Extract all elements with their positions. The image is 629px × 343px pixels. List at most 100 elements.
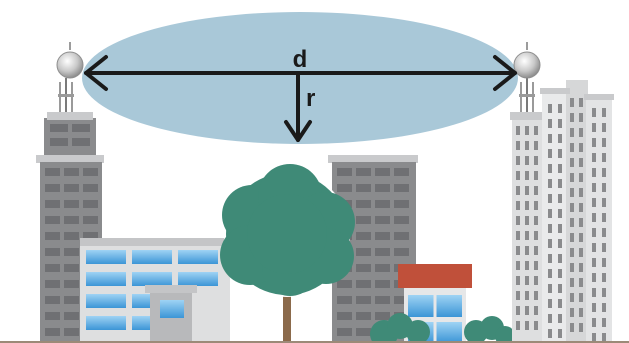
window [570, 203, 574, 212]
window [375, 280, 390, 288]
window [579, 113, 583, 122]
window [534, 261, 538, 270]
window [570, 158, 574, 167]
window [579, 188, 583, 197]
window [558, 269, 562, 278]
window [375, 232, 390, 240]
window [579, 203, 583, 212]
window [525, 261, 529, 270]
distance-label: d [293, 46, 308, 73]
window [132, 250, 172, 264]
window [45, 232, 60, 240]
window [558, 134, 562, 143]
window [83, 200, 98, 208]
window [602, 243, 606, 252]
window [570, 113, 574, 122]
window [178, 272, 218, 286]
window [394, 232, 409, 240]
window [558, 254, 562, 263]
window [592, 243, 596, 252]
window [602, 213, 606, 222]
window [579, 278, 583, 287]
window [548, 224, 552, 233]
window [516, 306, 520, 315]
window [525, 306, 529, 315]
window [534, 216, 538, 225]
window [375, 184, 390, 192]
window [64, 232, 79, 240]
window [602, 168, 606, 177]
window [592, 153, 596, 162]
window [516, 156, 520, 165]
window [356, 216, 371, 224]
window [516, 126, 520, 135]
window [516, 231, 520, 240]
window [548, 209, 552, 218]
window [534, 291, 538, 300]
window [525, 321, 529, 330]
window [558, 299, 562, 308]
window [602, 138, 606, 147]
window [534, 186, 538, 195]
window [558, 179, 562, 188]
window [570, 218, 574, 227]
window [558, 194, 562, 203]
window [592, 303, 596, 312]
left-antenna-icon [57, 42, 83, 112]
window [83, 168, 98, 176]
window [570, 173, 574, 182]
window [592, 168, 596, 177]
window [525, 156, 529, 165]
window [516, 246, 520, 255]
window [592, 213, 596, 222]
window [64, 216, 79, 224]
window [602, 228, 606, 237]
window [602, 318, 606, 327]
window [602, 108, 606, 117]
window [592, 228, 596, 237]
window [525, 231, 529, 240]
window [579, 233, 583, 242]
window [178, 250, 218, 264]
window [548, 134, 552, 143]
window [50, 138, 68, 146]
window [356, 168, 371, 176]
window [86, 316, 126, 330]
window [45, 184, 60, 192]
window [579, 128, 583, 137]
window [72, 124, 90, 132]
window [592, 318, 596, 327]
window [337, 168, 352, 176]
window [516, 171, 520, 180]
window [534, 141, 538, 150]
window [534, 231, 538, 240]
window [64, 200, 79, 208]
window [64, 248, 79, 256]
window [64, 184, 79, 192]
window [570, 263, 574, 272]
window [516, 291, 520, 300]
window [132, 272, 172, 286]
window [394, 248, 409, 256]
window [375, 296, 390, 304]
window [548, 299, 552, 308]
window [579, 173, 583, 182]
window [602, 153, 606, 162]
window [64, 280, 79, 288]
window [548, 284, 552, 293]
window [516, 186, 520, 195]
window [516, 216, 520, 225]
window [64, 168, 79, 176]
window [375, 312, 390, 320]
window [558, 164, 562, 173]
window [534, 276, 538, 285]
window [570, 248, 574, 257]
window [602, 288, 606, 297]
right-tower-building [510, 80, 614, 343]
window [45, 264, 60, 272]
window [356, 232, 371, 240]
window [516, 261, 520, 270]
window [570, 308, 574, 317]
window [570, 143, 574, 152]
window [45, 312, 60, 320]
